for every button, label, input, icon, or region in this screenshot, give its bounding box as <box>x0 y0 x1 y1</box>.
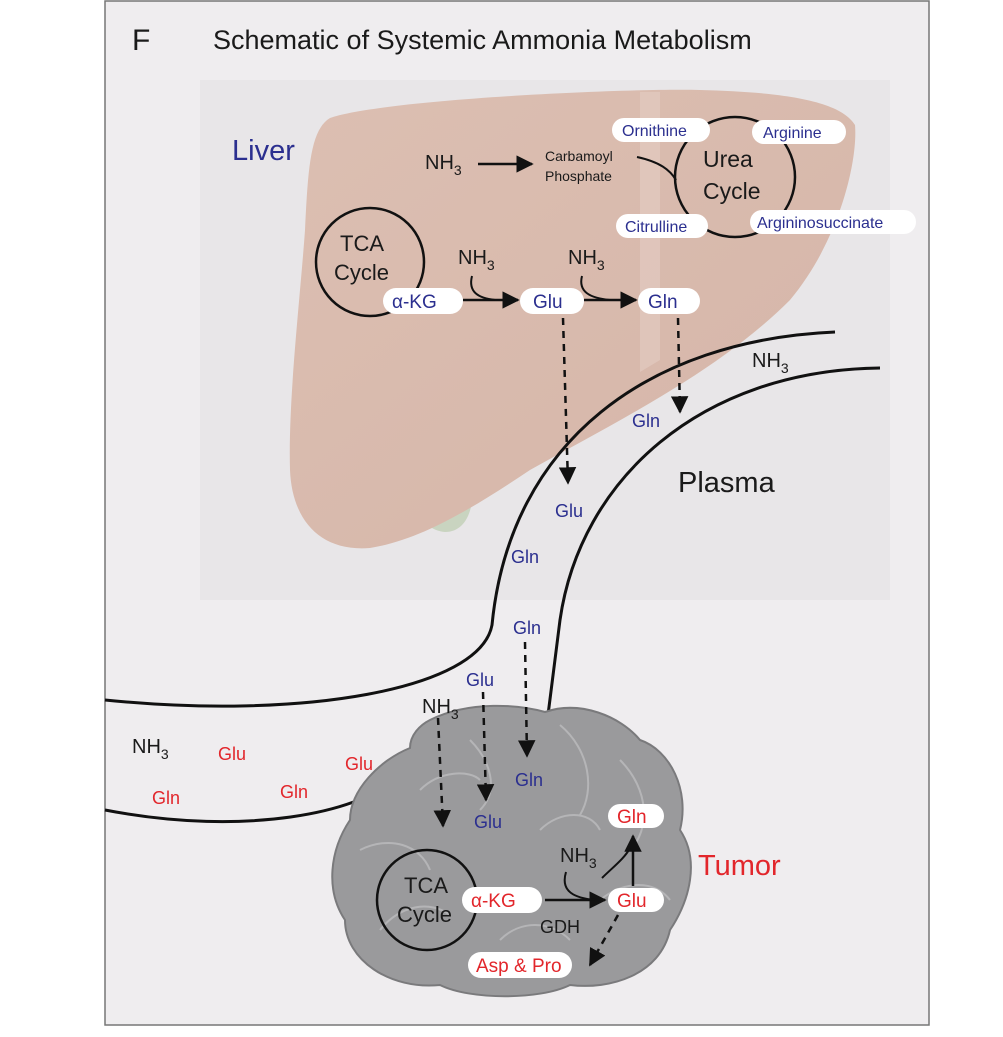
plasma-gln-mid2: Gln <box>513 618 541 638</box>
liver-gln-label: Gln <box>648 292 678 313</box>
liver-tca-label-1: TCA <box>340 231 384 256</box>
tumor-tca-label-1: TCA <box>404 873 448 898</box>
liver-tca-label-2: Cycle <box>334 260 389 285</box>
urea-cycle-circle <box>673 115 797 239</box>
vessel-gln-1: Gln <box>152 788 180 808</box>
liver-shape <box>289 89 856 549</box>
tumor-akg-pill <box>462 887 542 913</box>
liver-tca-circle <box>314 206 426 318</box>
vessel-nh3-label: NH3 <box>132 736 169 762</box>
tumor-akg-label: α-KG <box>471 891 516 912</box>
liver-label: Liver <box>232 135 295 167</box>
nh3-uptake-dashed-arrow <box>433 717 452 828</box>
tumor-gln-in: Gln <box>515 770 543 790</box>
liver-gln-pill <box>638 288 700 314</box>
tumor-glu-label: Glu <box>617 891 647 912</box>
plasma-glu-low: Glu <box>466 670 494 690</box>
tumor-glu-pill <box>608 888 664 912</box>
gln-export-dashed-arrow <box>670 317 689 414</box>
ornithine-pill <box>612 118 710 142</box>
panel-letter: F <box>132 24 150 57</box>
liver-nh3-gln-label: NH3 <box>568 247 605 273</box>
plasma-label: Plasma <box>678 467 776 499</box>
asp-pro-label: Asp & Pro <box>476 956 562 977</box>
arginine-label: Arginine <box>763 125 822 142</box>
liver-akg-label: α-KG <box>392 292 437 313</box>
vessel-wall-left <box>104 330 836 708</box>
plasma-gln-top: Gln <box>632 411 660 431</box>
tumor-glu-in: Glu <box>474 812 502 832</box>
gln-uptake-dashed-arrow <box>517 641 536 758</box>
asp-pro-pill <box>468 952 572 978</box>
liver-akg-pill <box>383 288 463 314</box>
carbamoyl-label-1: Carbamoyl <box>545 148 613 164</box>
vessel-glu-1: Glu <box>218 744 246 764</box>
glu-uptake-dashed-arrow <box>476 691 495 802</box>
tumor-gln-label: Gln <box>617 807 647 828</box>
tumor-label: Tumor <box>698 850 781 882</box>
tumor-nh3-label: NH3 <box>560 845 597 871</box>
diagram-title: Schematic of Systemic Ammonia Metabolism <box>213 25 752 55</box>
vessel-wall-right <box>546 366 881 716</box>
gdh-label: GDH <box>540 917 580 937</box>
plasma-nh3-label: NH3 <box>752 350 789 376</box>
urea-cycle-label-2: Cycle <box>703 178 761 204</box>
arginine-pill <box>752 120 846 144</box>
plasma-gln-mid1: Gln <box>511 547 539 567</box>
plasma-glu-mid: Glu <box>555 501 583 521</box>
tumor-gln-pill <box>608 804 664 828</box>
nh3-into-glu-curve <box>470 275 496 301</box>
vessel-glu-2: Glu <box>345 754 373 774</box>
tumor-nh3-in-label: NH3 <box>422 696 459 722</box>
liver-nh3-glu-label: NH3 <box>458 247 495 273</box>
argininosuccinate-pill <box>750 210 916 234</box>
tumor-nh3-to-gln-curve <box>601 847 631 879</box>
tumor-tca-label-2: Cycle <box>397 902 452 927</box>
carbamoyl-label-2: Phosphate <box>545 168 612 184</box>
citrulline-pill <box>616 214 708 238</box>
vessel-gln-2: Gln <box>280 782 308 802</box>
tumor-outline <box>331 704 692 998</box>
argininosuccinate-label: Argininosuccinate <box>757 215 883 232</box>
nh3-into-gln-curve <box>580 275 611 301</box>
urea-cycle-label-1: Urea <box>703 146 753 172</box>
liver-glu-pill <box>520 288 584 314</box>
liver-nh3-label: NH3 <box>425 152 462 178</box>
tumor-nh3-curve <box>563 871 596 901</box>
citrulline-label: Citrulline <box>625 219 687 236</box>
glu-to-asp-pro-dashed-arrow <box>588 914 620 967</box>
glu-export-dashed-arrow <box>558 317 577 485</box>
ornithine-label: Ornithine <box>622 123 687 140</box>
liver-glu-label: Glu <box>533 292 563 313</box>
